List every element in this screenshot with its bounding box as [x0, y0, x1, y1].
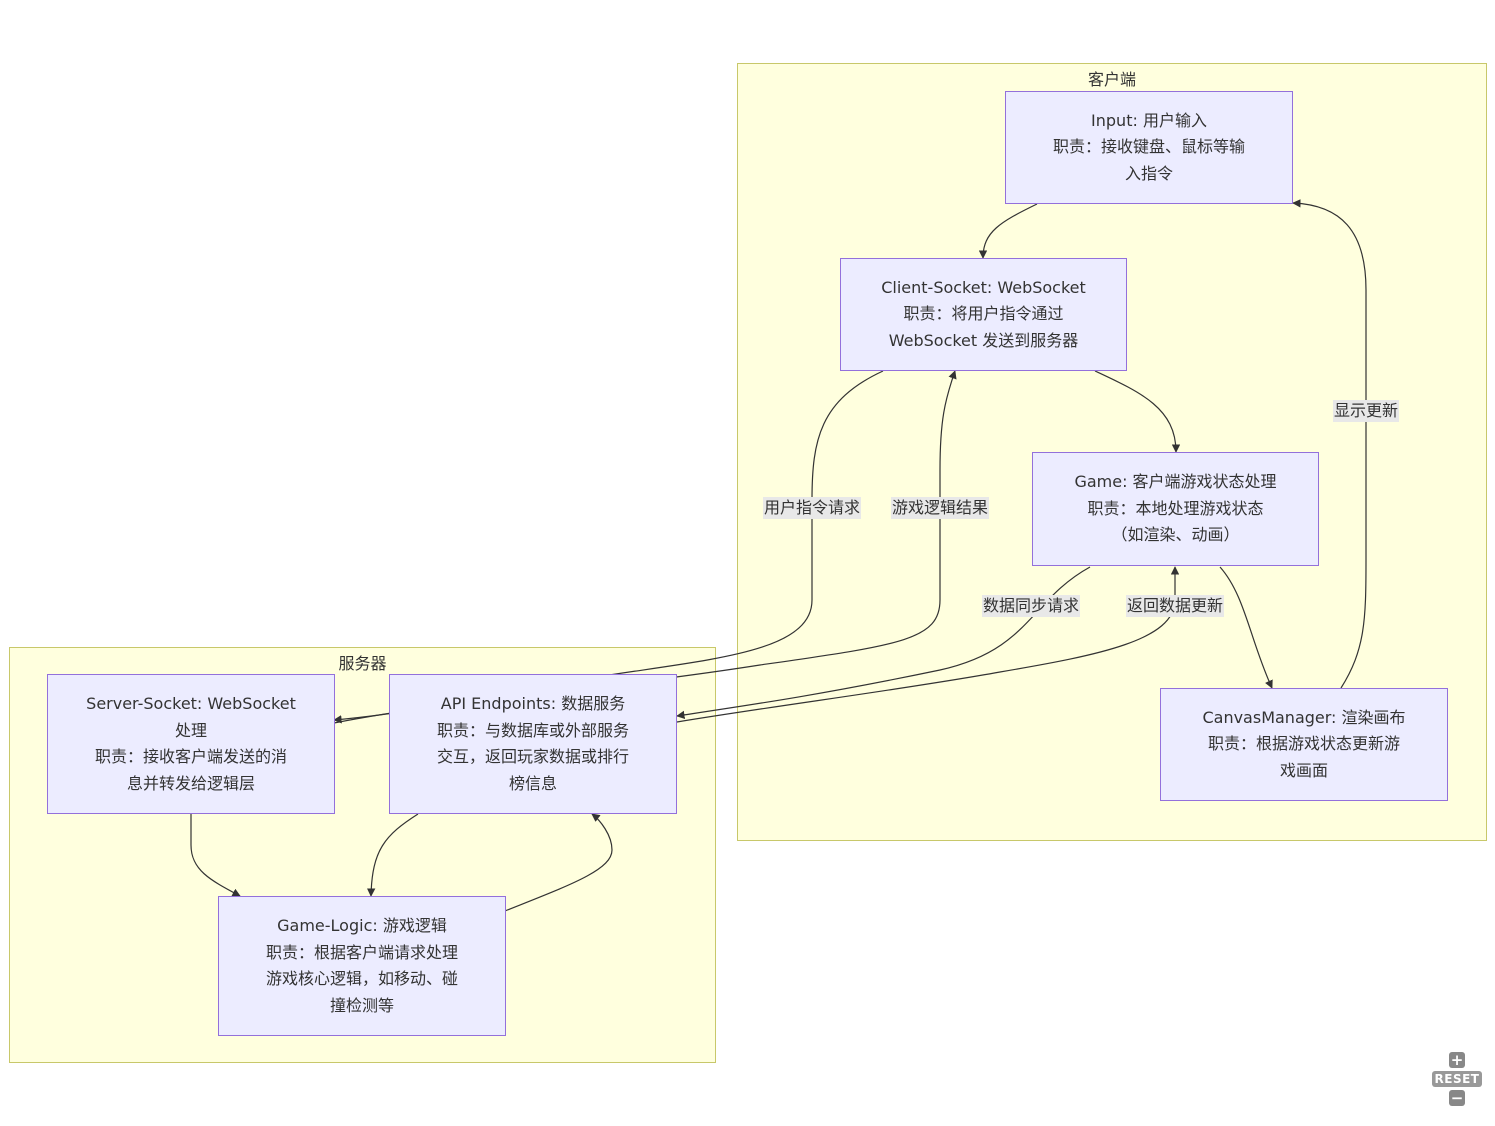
node-game-logic-line-4: 撞检测等	[329, 995, 394, 1015]
edge-client-socket-to-server-socket	[333, 370, 884, 724]
node-client-socket-line-2: 职责：将用户指令通过	[903, 304, 1064, 324]
node-api-endpoints-line-4: 榜信息	[508, 773, 557, 793]
node-game[interactable]: Game: 客户端游戏状态处理 职责：本地处理游戏状态 （如渲染、动画）	[1032, 452, 1319, 566]
node-game-logic-line-2: 职责：根据客户端请求处理	[265, 942, 458, 962]
node-game-line-1: Game: 客户端游戏状态处理	[1074, 472, 1277, 492]
node-canvas-manager-line-1: CanvasManager: 渲染画布	[1202, 707, 1406, 727]
reset-button[interactable]: RESET	[1431, 1071, 1483, 1087]
edge-game-to-api-endpoints	[676, 566, 1091, 720]
node-input[interactable]: Input: 用户输入 职责：接收键盘、鼠标等输 入指令	[1005, 91, 1293, 204]
node-input-line-2: 职责：接收键盘、鼠标等输	[1052, 137, 1245, 157]
edge-client-socket-to-game	[1094, 370, 1181, 453]
node-server-socket[interactable]: Server-Socket: WebSocket 处理 职责：接收客户端发送的消…	[47, 674, 335, 814]
node-canvas-manager-line-2: 职责：根据游戏状态更新游	[1207, 734, 1400, 754]
node-server-socket-line-3: 职责：接收客户端发送的消	[94, 747, 287, 766]
node-game-logic-line-3: 游戏核心逻辑，如移动、碰	[265, 969, 458, 988]
edge-canvas-manager-to-input	[1292, 199, 1367, 689]
node-canvas-manager[interactable]: CanvasManager: 渲染画布 职责：根据游戏状态更新游 戏画面	[1160, 688, 1448, 801]
zoom-controls: + RESET −	[1430, 1052, 1484, 1106]
edge-label-return-data-update: 返回数据更新	[1125, 595, 1225, 617]
edge-label-display-update: 显示更新	[1332, 400, 1400, 422]
node-canvas-manager-line-3: 戏画面	[1279, 760, 1328, 780]
node-game-logic-line-1: Game-Logic: 游戏逻辑	[277, 916, 447, 935]
zoom-out-button[interactable]: −	[1449, 1089, 1465, 1107]
server-cluster-title: 服务器	[338, 654, 387, 673]
node-client-socket-line-1: Client-Socket: WebSocket	[881, 277, 1086, 297]
edge-label-data-sync-request: 数据同步请求	[981, 595, 1081, 617]
node-server-socket-line-1: Server-Socket: WebSocket	[86, 694, 296, 713]
edge-api-endpoints-to-game	[676, 566, 1180, 723]
edge-game-to-canvas-manager	[1219, 566, 1273, 689]
edge-label-user-cmd-request: 用户指令请求	[762, 497, 862, 519]
zoom-in-button[interactable]: +	[1449, 1051, 1465, 1069]
node-input-line-1: Input: 用户输入	[1091, 110, 1207, 130]
node-input-line-3: 入指令	[1124, 163, 1173, 183]
edge-server-socket-to-game-logic	[190, 814, 241, 897]
node-api-endpoints-line-2: 职责：与数据库或外部服务	[436, 720, 629, 740]
node-game-line-3: （如渲染、动画）	[1111, 525, 1240, 545]
node-game-line-2: 职责：本地处理游戏状态	[1087, 498, 1264, 518]
edge-game-logic-to-api-endpoints	[504, 813, 613, 912]
node-client-socket[interactable]: Client-Socket: WebSocket 职责：将用户指令通过 WebS…	[840, 258, 1127, 371]
node-client-socket-line-3: WebSocket 发送到服务器	[888, 330, 1079, 350]
node-api-endpoints-line-3: 交互，返回玩家数据或排行	[436, 747, 629, 766]
node-server-socket-line-2: 处理	[174, 720, 207, 740]
edge-input-to-client-socket	[978, 203, 1038, 259]
node-api-endpoints-line-1: API Endpoints: 数据服务	[440, 694, 626, 713]
node-server-socket-line-4: 息并转发给逻辑层	[126, 773, 255, 793]
node-game-logic[interactable]: Game-Logic: 游戏逻辑 职责：根据客户端请求处理 游戏核心逻辑，如移动…	[218, 896, 506, 1036]
edge-api-endpoints-to-game-logic	[366, 813, 419, 897]
edge-label-game-logic-result: 游戏逻辑结果	[890, 497, 990, 519]
node-api-endpoints[interactable]: API Endpoints: 数据服务 职责：与数据库或外部服务 交互，返回玩家…	[389, 674, 677, 814]
client-cluster-title: 客户端	[1087, 70, 1136, 89]
